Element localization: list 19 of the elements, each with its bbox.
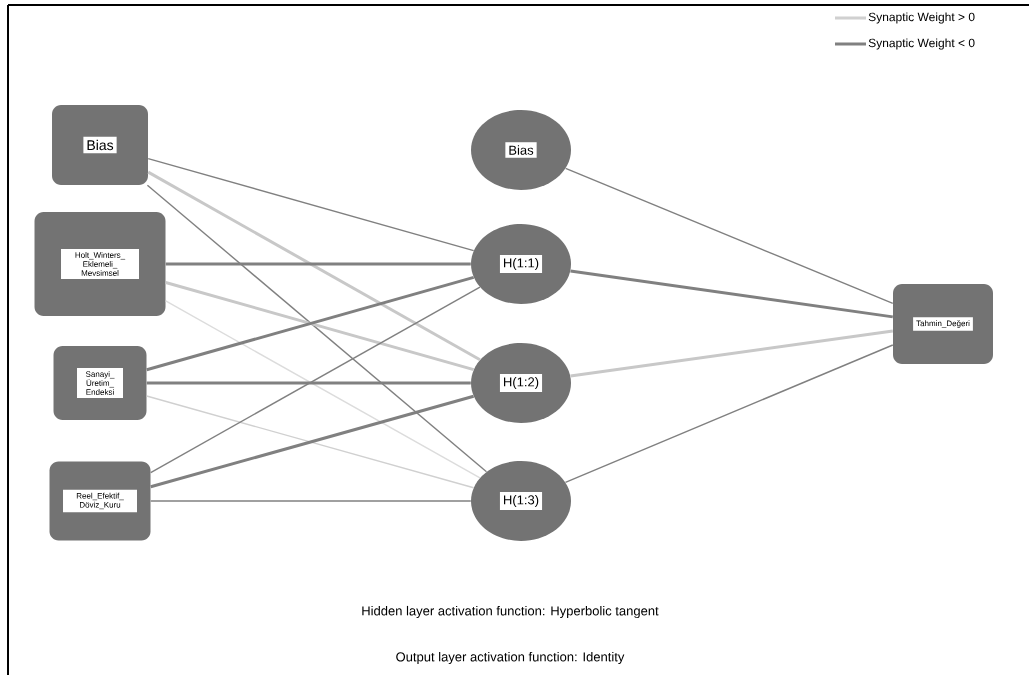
connection-line — [150, 500, 472, 502]
connection-line — [146, 184, 488, 473]
connection-line — [564, 344, 894, 484]
input-box: Holt_Winters_ Eklemeli_ Mevsimsel — [34, 212, 166, 316]
input-box: Sanayi_ Üretim_ Endeksi — [53, 346, 147, 420]
caption-text: Output layer activation function: Identity — [396, 651, 625, 665]
input-box: Reel_Efektif_ Döviz_Kuru — [49, 461, 151, 541]
connection-line — [147, 157, 475, 252]
input-box: Bias — [52, 105, 148, 185]
connection-line — [570, 329, 893, 378]
legend-text: Synaptic Weight > 0 — [868, 12, 975, 24]
connection-line — [146, 381, 471, 385]
connection-line — [564, 167, 894, 305]
connection-line — [165, 262, 471, 266]
legend-text: Synaptic Weight < 0 — [868, 38, 975, 50]
caption-text: Hidden layer activation function: Hyperbolic tangent — [362, 605, 659, 619]
output-box: Tahmin_Değeri — [893, 284, 993, 364]
connection-line — [147, 170, 481, 362]
connection-line — [570, 269, 893, 319]
